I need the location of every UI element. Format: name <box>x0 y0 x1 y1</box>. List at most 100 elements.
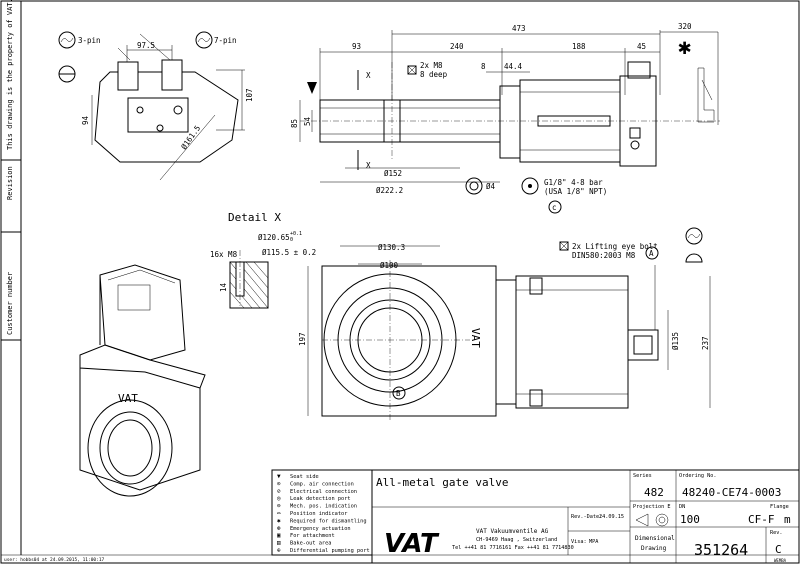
legend-text-5: Position indicator <box>290 511 347 517</box>
pin3-label: 3-pin <box>78 36 101 45</box>
dim-135: Ø135 <box>671 332 680 350</box>
dim-237: 237 <box>701 336 710 350</box>
dim-100: Ø100 <box>380 261 399 270</box>
legend-symbol-10: ⊕ <box>277 547 281 554</box>
dim-188: 188 <box>572 42 586 51</box>
leak-port-icon <box>465 177 483 195</box>
tol-lower: 0 <box>290 237 293 243</box>
legend-symbol-8: ▣ <box>277 532 281 539</box>
dim-8: 8 <box>481 62 486 71</box>
dim-45: 45 <box>637 42 646 51</box>
vat-logo: VAT <box>384 529 440 559</box>
top-center-view: 473 320 93 240 188 45 8 44.4 ✱ 2x M8 8 d… <box>290 22 720 214</box>
detail-x: Detail X Ø120.65 +0.1 0 Ø115.5 ± 0.2 16x… <box>210 211 316 309</box>
legend-symbol-0: ▼ <box>277 473 281 480</box>
detail-dim-115: Ø115.5 ± 0.2 <box>262 248 316 257</box>
dim-152: Ø152 <box>384 169 402 178</box>
legend-symbol-7: ⊛ <box>277 525 281 532</box>
vat-body-logo: VAT <box>469 328 482 348</box>
dim-130-3: Ø130.3 <box>378 243 405 252</box>
legend-text-10: Differential pumping port <box>290 548 370 554</box>
legend-symbol-6: ✱ <box>276 517 281 524</box>
rev-date: 24.09.15 <box>599 514 624 520</box>
position-indicator-icon <box>685 253 703 263</box>
lifting-note-2: DIN580:2003 M8 <box>572 251 636 260</box>
iso-flange <box>87 399 173 497</box>
dim-93: 93 <box>352 42 361 51</box>
projection-icon <box>635 513 649 527</box>
seat-side-icon <box>307 82 317 94</box>
dim-107: 107 <box>245 88 254 102</box>
tol-upper: +0.1 <box>290 231 302 237</box>
revision-label: Revision <box>6 166 14 200</box>
port-a-label: Ø4 <box>486 182 496 191</box>
legend-symbol-1: ⊙ <box>277 480 281 487</box>
flange-unit: m <box>784 513 791 526</box>
property-note: This drawing is the property of VAT. <box>6 0 14 150</box>
detail-dim-120: Ø120.65 <box>258 233 290 242</box>
dim-197: 197 <box>298 332 307 346</box>
label-a: A <box>649 249 654 258</box>
electrical-connection-icon <box>58 31 76 49</box>
dim-97-5: 97.5 <box>137 41 155 50</box>
tb-address: CH-9469 Haag , Switzerland <box>476 537 557 543</box>
electrical-icon-bottom <box>685 227 703 245</box>
lifting-note-1: 2x Lifting eye bolt <box>572 242 658 251</box>
tb-phone: Tel ++41 81 7716161 Fax ++41 81 7714830 <box>452 545 574 551</box>
pin7-label: 7-pin <box>214 36 237 45</box>
actuator-front <box>515 275 629 409</box>
tb-title: All-metal gate valve <box>376 476 508 489</box>
user-note: user: hobbs04 at 24.09.2015, 11:00:17 <box>4 557 105 563</box>
dim-drawing-1: Dimensional <box>635 535 675 542</box>
corner-mark: WEMBA <box>774 558 787 563</box>
legend-text-8: For attachment <box>290 533 335 539</box>
detail-x-title: Detail X <box>228 211 281 224</box>
dim-44-4: 44.4 <box>504 62 523 71</box>
iso-body <box>79 368 201 491</box>
detail-dim-14: 14 <box>219 282 228 292</box>
bottom-center-view: Ø130.3 Ø100 197 B VAT Ø135 237 2x Liftin… <box>298 227 711 420</box>
label-b: B <box>396 389 401 398</box>
port-b-label-2: (USA 1/8" NPT) <box>544 187 607 196</box>
iso-actuator <box>99 264 186 361</box>
dim-85: 85 <box>290 119 299 128</box>
legend-symbol-4: ⊖ <box>277 503 281 510</box>
dn-label: DN <box>679 504 685 510</box>
ordering-label: Ordering No. <box>679 473 716 479</box>
section-mark-bottom: X <box>366 161 371 170</box>
isometric-view: VAT <box>79 264 206 497</box>
customer-label: Customer number <box>6 272 14 335</box>
rev-date-label: Rev.-Date: <box>571 514 602 520</box>
tb-company: VAT Vakuumventile AG <box>476 528 549 535</box>
dim-54: 54 <box>303 116 312 126</box>
legend-text-4: Mech. pos. indication <box>290 504 357 510</box>
legend-symbol-5: ⌓ <box>277 510 281 517</box>
dim-222-2: Ø222.2 <box>376 186 403 195</box>
m8-note-2: 8 deep <box>420 70 448 79</box>
section-mark-top: X <box>366 71 371 80</box>
dim-473: 473 <box>512 24 526 33</box>
series-label: Series <box>633 473 652 479</box>
port-b-label-1: G1/8" 4-8 bar <box>544 178 603 187</box>
rev: C <box>775 543 782 556</box>
ordering: 48240-CE74-0003 <box>682 486 781 499</box>
legend-symbol-3: ◎ <box>277 495 281 502</box>
top-left-view: 3-pin 7-pin 97.5 107 94 Ø161.5 <box>58 31 254 181</box>
legend-symbol-9: ▤ <box>277 540 281 547</box>
electrical-connection-icon-2 <box>195 31 213 49</box>
rev-label: Rev. <box>770 530 783 536</box>
dim-240: 240 <box>450 42 464 51</box>
port-c-label: c <box>552 203 557 212</box>
flange: CF-F <box>748 513 775 526</box>
legend: ▼Seat side⊙Comp. air connection⊘Electric… <box>271 469 373 556</box>
projection-label: Projection E <box>633 504 670 510</box>
dim-94: 94 <box>81 115 90 125</box>
visa-label: Visa: <box>571 539 587 545</box>
drawing-no: 351264 <box>694 541 748 559</box>
dismantling-icon: ✱ <box>678 35 691 60</box>
legend-text-6: Required for dismantling <box>290 518 367 524</box>
legend-text-1: Comp. air connection <box>290 481 354 487</box>
series: 482 <box>644 486 664 499</box>
